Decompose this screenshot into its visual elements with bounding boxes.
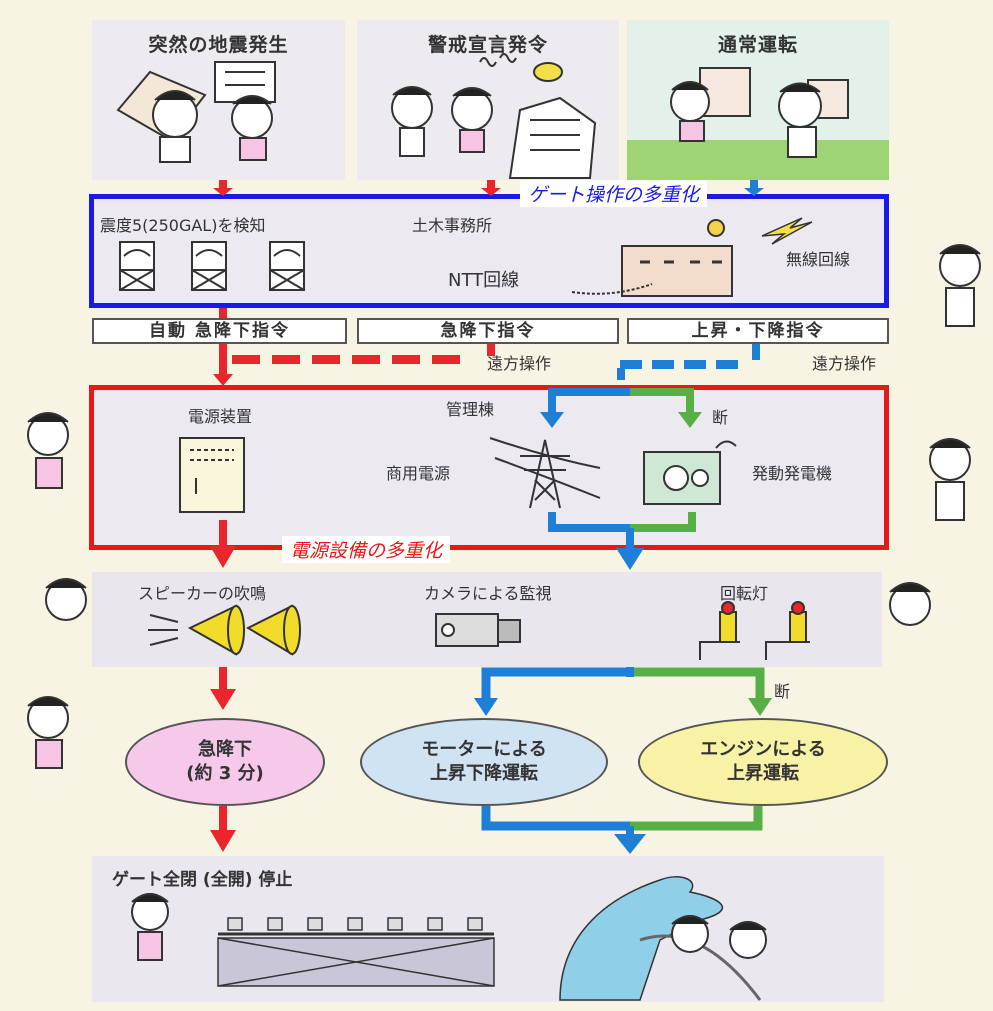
merge-lines bbox=[481, 806, 763, 854]
gate-closed-icon bbox=[217, 917, 495, 987]
office-label: 土木事務所 bbox=[412, 216, 493, 235]
ellipse-motor-operation: モーターによる 上昇下降運転 bbox=[360, 718, 608, 806]
generator-label: 発動発電機 bbox=[752, 464, 833, 483]
operation-split-lines bbox=[474, 667, 772, 716]
earthquake-scene-icon bbox=[116, 61, 276, 163]
transmission-tower-icon bbox=[489, 437, 601, 509]
warning-scene-icon bbox=[391, 53, 597, 179]
power-split-lines bbox=[540, 388, 702, 570]
power-unit-label: 電源装置 bbox=[188, 407, 253, 426]
lightning-icon bbox=[761, 217, 813, 245]
seismic-detect-label: 震度5(250GAL)を検知 bbox=[100, 216, 266, 235]
power-supply-cabinet-icon bbox=[179, 437, 245, 513]
power-multiplex-highlight: 電源設備の多重化 bbox=[282, 536, 451, 563]
generator-icon bbox=[643, 440, 737, 505]
ellipse-engine-operation: エンジンによる 上昇運転 bbox=[638, 718, 888, 806]
panel-title-earthquake: 突然の地震発生 bbox=[148, 34, 289, 56]
management-building-label: 管理棟 bbox=[446, 400, 495, 419]
gate-multiplex-highlight: ゲート操作の多重化 bbox=[520, 180, 708, 207]
top-arrows bbox=[213, 180, 764, 196]
gate-closed-title: ゲート全閉 (全開) 停止 bbox=[112, 870, 293, 890]
panel-title-normal: 通常運転 bbox=[717, 34, 798, 56]
rotating-lamp-icons bbox=[699, 601, 810, 660]
ellipse-engine-line1: エンジンによる bbox=[700, 739, 826, 760]
ellipse-rapid-descent: 急降下 (約 3 分) bbox=[125, 718, 325, 806]
command-rapid-descent: 急降下指令 bbox=[357, 318, 619, 344]
rotating-lamp-label: 回転灯 bbox=[720, 584, 769, 603]
command-auto-rapid-descent: 自動 急降下指令 bbox=[92, 318, 347, 344]
speaker-label: スピーカーの吹鳴 bbox=[138, 584, 267, 603]
commercial-power-label: 商用電源 bbox=[386, 464, 451, 483]
office-building-icon bbox=[571, 219, 733, 297]
cut-label-power: 断 bbox=[712, 408, 729, 427]
ntt-line-label: NTT回線 bbox=[448, 270, 520, 291]
remote-op-label-1: 遠方操作 bbox=[487, 354, 552, 373]
ellipse-motor-line1: モーターによる bbox=[421, 739, 547, 760]
ellipse-rapid-descent-line2: (約 3 分) bbox=[186, 763, 264, 784]
wireless-line-label: 無線回線 bbox=[786, 250, 851, 269]
child-figure-icons bbox=[27, 244, 981, 961]
ellipse-rapid-descent-line1: 急降下 bbox=[198, 739, 252, 760]
red-flow-lines bbox=[210, 308, 495, 852]
camera-icon bbox=[435, 613, 521, 647]
ellipse-motor-line2: 上昇下降運転 bbox=[430, 763, 538, 784]
camera-label: カメラによる監視 bbox=[424, 584, 552, 603]
command-raise-lower: 上昇・下降指令 bbox=[627, 318, 889, 344]
blue-remote-dashes bbox=[617, 344, 760, 380]
normal-operation-scene-icon bbox=[627, 67, 889, 180]
cut-label-alarm: 断 bbox=[774, 682, 791, 701]
ellipse-engine-line2: 上昇運転 bbox=[727, 763, 799, 784]
seismometer-icons bbox=[119, 241, 305, 291]
panel-title-warning: 警戒宣言発令 bbox=[427, 34, 548, 56]
speaker-icons bbox=[148, 604, 301, 656]
remote-op-label-2: 遠方操作 bbox=[812, 354, 877, 373]
